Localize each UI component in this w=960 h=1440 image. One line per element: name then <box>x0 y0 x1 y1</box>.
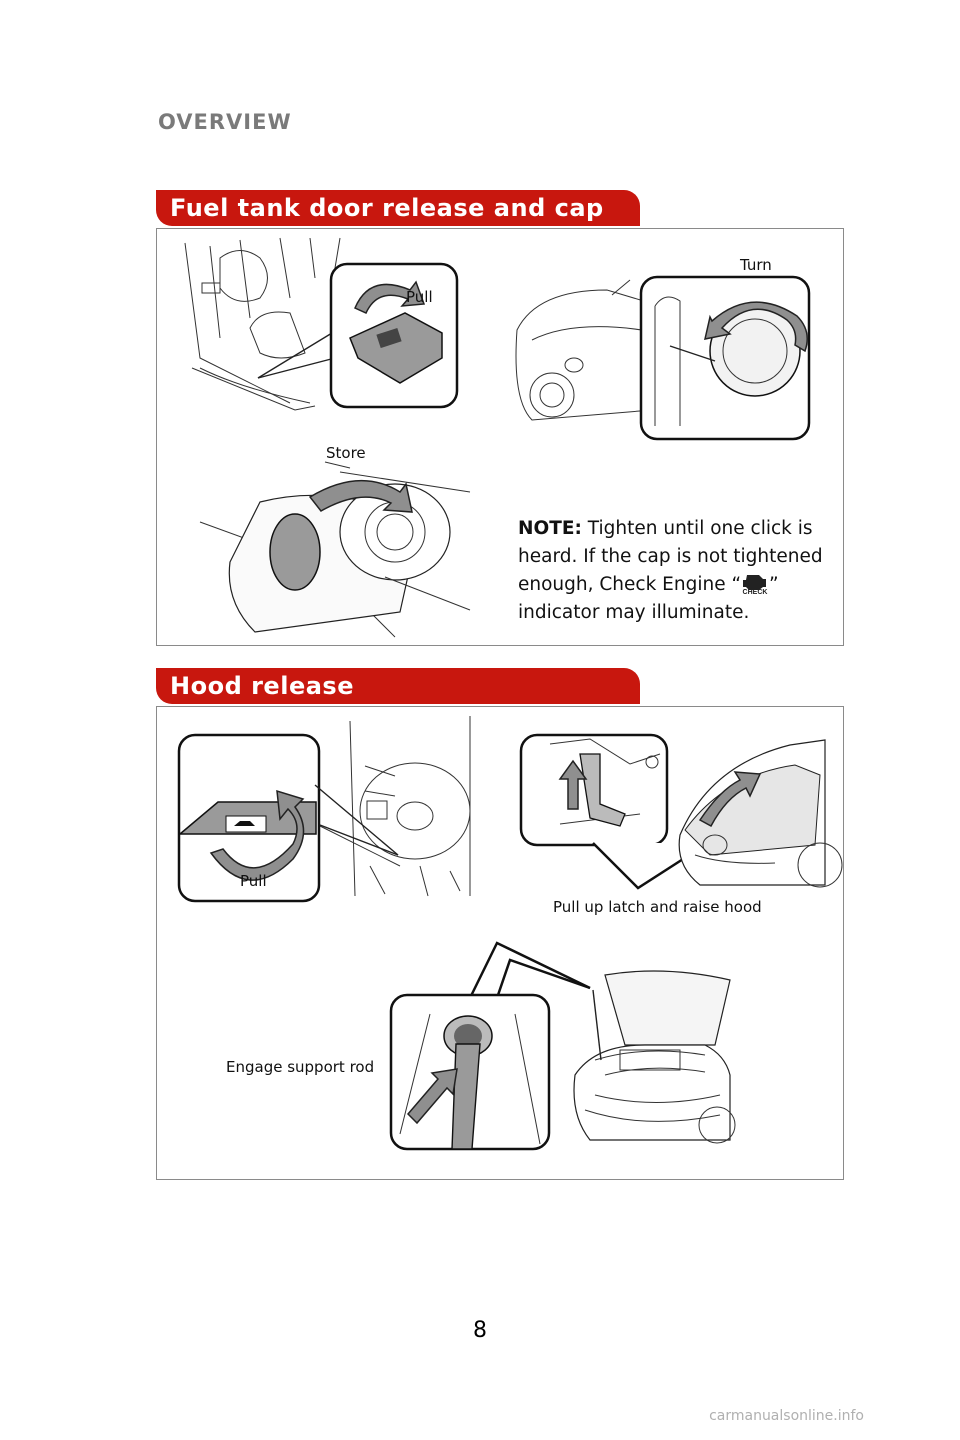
support-rod-inset <box>390 994 552 1152</box>
note-line3a: enough, Check Engine “ <box>518 574 741 595</box>
rod-label: Engage support rod <box>226 1058 374 1076</box>
store-label: Store <box>326 444 366 462</box>
section-header: OVERVIEW <box>158 110 292 134</box>
fuel-release-inset <box>330 263 460 409</box>
hood-section-title: Hood release <box>156 668 640 704</box>
fuel-cap-store-illustration <box>200 462 480 640</box>
page-number: 8 <box>0 1318 960 1343</box>
front-vehicle-illustration <box>670 735 830 895</box>
fuel-note: NOTE: Tighten until one click is heard. … <box>518 515 838 627</box>
hood-release-pointer <box>310 770 410 860</box>
turn-label: Turn <box>740 256 772 274</box>
pull-label-hood: Pull <box>240 872 267 890</box>
note-line4: indicator may illuminate. <box>518 602 749 623</box>
check-engine-icon: CHECK <box>741 572 769 594</box>
latch-label: Pull up latch and raise hood <box>553 898 762 916</box>
fuel-cap-turn-inset <box>640 276 812 441</box>
fuel-section-title: Fuel tank door release and cap <box>156 190 640 226</box>
note-label: NOTE: <box>518 518 582 539</box>
note-line1: Tighten until one click is <box>588 518 813 539</box>
footer-watermark[interactable]: carmanualsonline.info <box>709 1408 864 1424</box>
hood-latch-inset <box>520 734 670 848</box>
note-line3b: ” <box>769 574 779 595</box>
pull-label-fuel: Pull <box>406 288 433 306</box>
note-line2: heard. If the cap is not tightened <box>518 546 823 567</box>
svg-text:CHECK: CHECK <box>743 589 768 596</box>
